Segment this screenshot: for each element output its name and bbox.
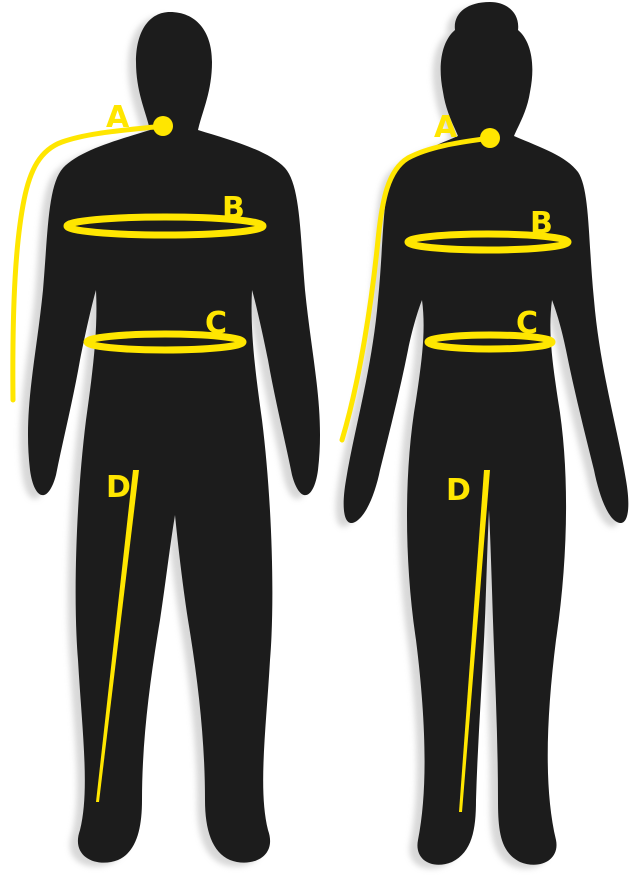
female-label-a: A [434,110,458,145]
female-label-d: D [446,473,471,508]
female-neck-point [480,128,500,148]
male-label-d: D [106,470,131,505]
male-label-c: C [205,306,227,341]
female-figure: A B C D [336,2,629,869]
male-neck-point [153,116,173,136]
male-figure: A B C D [13,12,320,867]
male-label-a: A [106,100,130,135]
male-label-b: B [222,191,245,226]
female-label-b: B [530,206,553,241]
female-label-c: C [516,306,538,341]
